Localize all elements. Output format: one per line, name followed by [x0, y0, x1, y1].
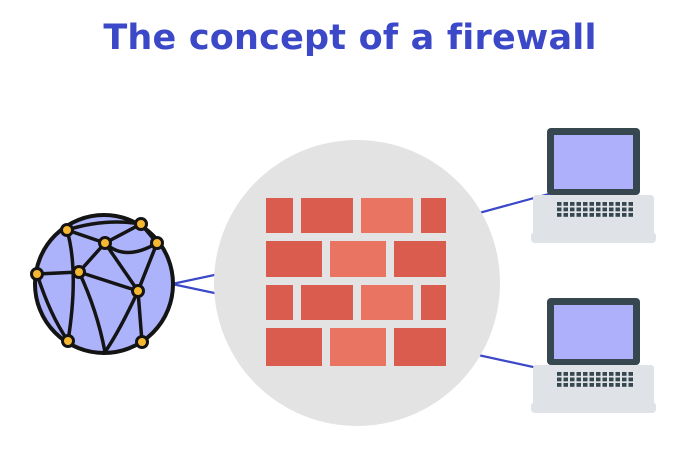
keyboard-key: [622, 383, 627, 387]
keyboard-key: [557, 213, 562, 217]
keyboard-key: [602, 207, 607, 212]
keyboard-key: [589, 377, 594, 382]
keyboard-key: [622, 202, 627, 206]
keyboard-key: [583, 372, 588, 376]
keyboard-key: [609, 202, 614, 206]
laptop-icon: [531, 128, 656, 243]
keyboard-key: [589, 207, 594, 212]
keyboard-key: [609, 377, 614, 382]
keyboard-key: [622, 213, 627, 217]
keyboard-key: [557, 383, 562, 387]
keyboard-key: [557, 207, 562, 212]
keyboard-key: [615, 377, 620, 382]
keyboard-key: [596, 383, 601, 387]
keyboard-key: [622, 207, 627, 212]
keyboard-key: [576, 383, 581, 387]
keyboard-key: [589, 213, 594, 217]
keyboard-key: [576, 202, 581, 206]
keyboard-key: [615, 202, 620, 206]
laptop-icon: [531, 298, 656, 413]
keyboard-key: [557, 372, 562, 376]
brick-wall-icon: [266, 198, 446, 366]
keyboard-key: [557, 377, 562, 382]
keyboard-key: [609, 372, 614, 376]
keyboard-key: [570, 383, 575, 387]
keyboard-key: [583, 377, 588, 382]
keyboard-key: [615, 213, 620, 217]
keyboard-key: [576, 372, 581, 376]
keyboard-key: [596, 377, 601, 382]
keyboard-key: [602, 202, 607, 206]
keyboard-key: [576, 213, 581, 217]
keyboard-key: [576, 377, 581, 382]
keyboard-key: [570, 372, 575, 376]
keyboard-key: [602, 383, 607, 387]
keyboard-key: [583, 202, 588, 206]
keyboard-key: [563, 213, 568, 217]
keyboard-key: [576, 207, 581, 212]
keyboard-key: [563, 202, 568, 206]
keyboard-key: [609, 207, 614, 212]
keyboard-key: [622, 377, 627, 382]
keyboard-key: [563, 372, 568, 376]
keyboard-key: [609, 213, 614, 217]
keyboard-key: [583, 207, 588, 212]
keyboard-key: [609, 383, 614, 387]
keyboard-key: [596, 372, 601, 376]
keyboard-key: [615, 207, 620, 212]
keyboard-key: [563, 207, 568, 212]
keyboard-key: [602, 372, 607, 376]
keyboard-key: [570, 213, 575, 217]
diagram-title: The concept of a firewall: [103, 18, 597, 58]
keyboard-key: [602, 377, 607, 382]
keyboard-key: [570, 202, 575, 206]
keyboard-key: [583, 383, 588, 387]
keyboard-key: [628, 207, 633, 212]
firewall-background-circle: [214, 140, 500, 426]
keyboard-key: [589, 202, 594, 206]
keyboard-key: [628, 383, 633, 387]
keyboard-key: [615, 383, 620, 387]
keyboard-key: [602, 213, 607, 217]
keyboard-key: [589, 372, 594, 376]
globe-network-icon: [30, 213, 175, 355]
keyboard-key: [570, 377, 575, 382]
keyboard-key: [628, 202, 633, 206]
keyboard-key: [563, 377, 568, 382]
keyboard-key: [622, 372, 627, 376]
keyboard-key: [570, 207, 575, 212]
keyboard-key: [596, 202, 601, 206]
keyboard-key: [589, 383, 594, 387]
keyboard-key: [615, 372, 620, 376]
keyboard-key: [628, 377, 633, 382]
keyboard-key: [583, 213, 588, 217]
keyboard-key: [628, 213, 633, 217]
keyboard-key: [557, 202, 562, 206]
keyboard-key: [596, 213, 601, 217]
keyboard-key: [563, 383, 568, 387]
keyboard-key: [628, 372, 633, 376]
keyboard-key: [596, 207, 601, 212]
